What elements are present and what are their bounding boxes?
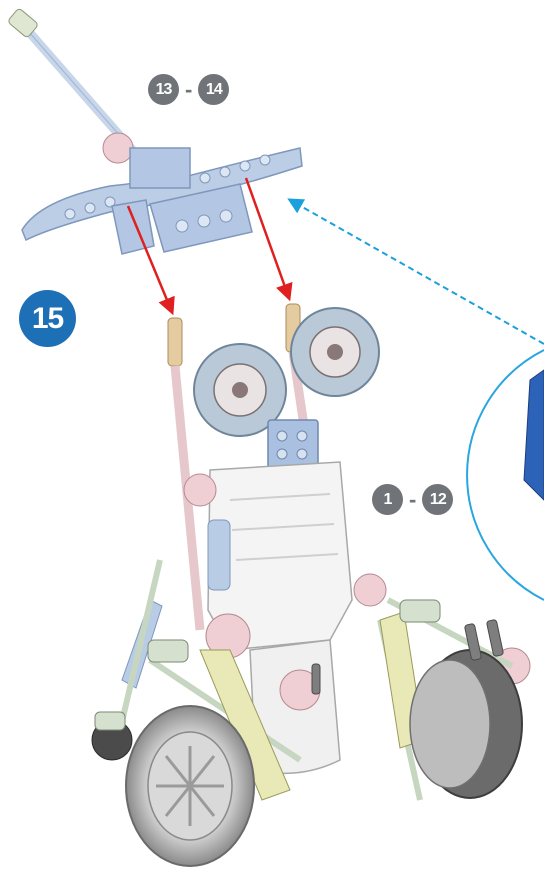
- part-range-separator: -: [409, 487, 417, 512]
- part-number-end: 12: [422, 484, 454, 515]
- part-number-start: 1: [372, 484, 403, 515]
- top-crossbar-assembly: [8, 8, 303, 255]
- attach-arrow-right: [244, 177, 293, 302]
- part-range-separator: -: [185, 77, 193, 102]
- attach-arrow-left: [126, 205, 175, 316]
- part-number-end: 14: [198, 74, 230, 105]
- step-number-badge: 15: [19, 290, 76, 347]
- robot-body: [91, 303, 531, 867]
- part-number-start: 13: [148, 74, 179, 105]
- part-range-13-14: 13 - 14: [148, 74, 230, 105]
- part-range-1-12: 1 - 12: [372, 484, 454, 515]
- detail-zoom-circle: [466, 349, 544, 601]
- detail-callout-arrow: [287, 198, 544, 345]
